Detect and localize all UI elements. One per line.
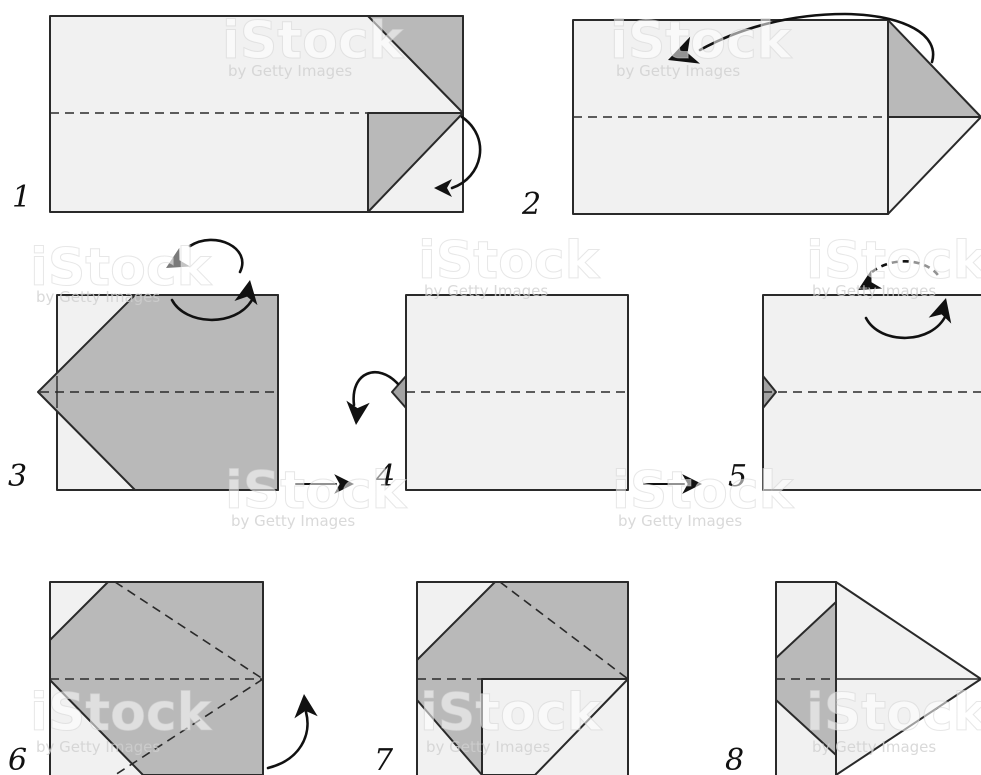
step-4-arrow-head-icon: [344, 401, 369, 426]
step-7-label: 7: [374, 743, 394, 775]
watermark-credit: by Getty Images: [618, 512, 742, 530]
watermark-credit: by Getty Images: [426, 738, 550, 756]
watermark-credit: by Getty Images: [36, 288, 160, 306]
watermark-credit: by Getty Images: [231, 512, 355, 530]
watermark-credit: by Getty Images: [36, 738, 160, 756]
watermark-credit: by Getty Images: [616, 62, 740, 80]
watermark-credit: by Getty Images: [812, 282, 936, 300]
step-2-bottom-point: [888, 117, 981, 214]
watermark-credit: by Getty Images: [812, 738, 936, 756]
step-6-label: 6: [8, 743, 27, 775]
step-3-label: 3: [8, 459, 27, 494]
step-6-arrow-head-icon: [292, 693, 317, 718]
step-2-label: 2: [521, 187, 541, 222]
step-6-fold-arrow: [268, 712, 307, 768]
watermark-brand: iStock: [420, 683, 603, 743]
watermark-brand: iStock: [30, 683, 213, 743]
step-2-top-point-flap: [888, 20, 981, 117]
step-4-fold-arrow: [354, 372, 398, 405]
watermark-brand: iStock: [806, 683, 981, 743]
step-8-label: 8: [725, 743, 744, 775]
watermark-credit: by Getty Images: [228, 62, 352, 80]
step-1-label: 1: [12, 180, 31, 215]
watermark-credit: by Getty Images: [424, 282, 548, 300]
